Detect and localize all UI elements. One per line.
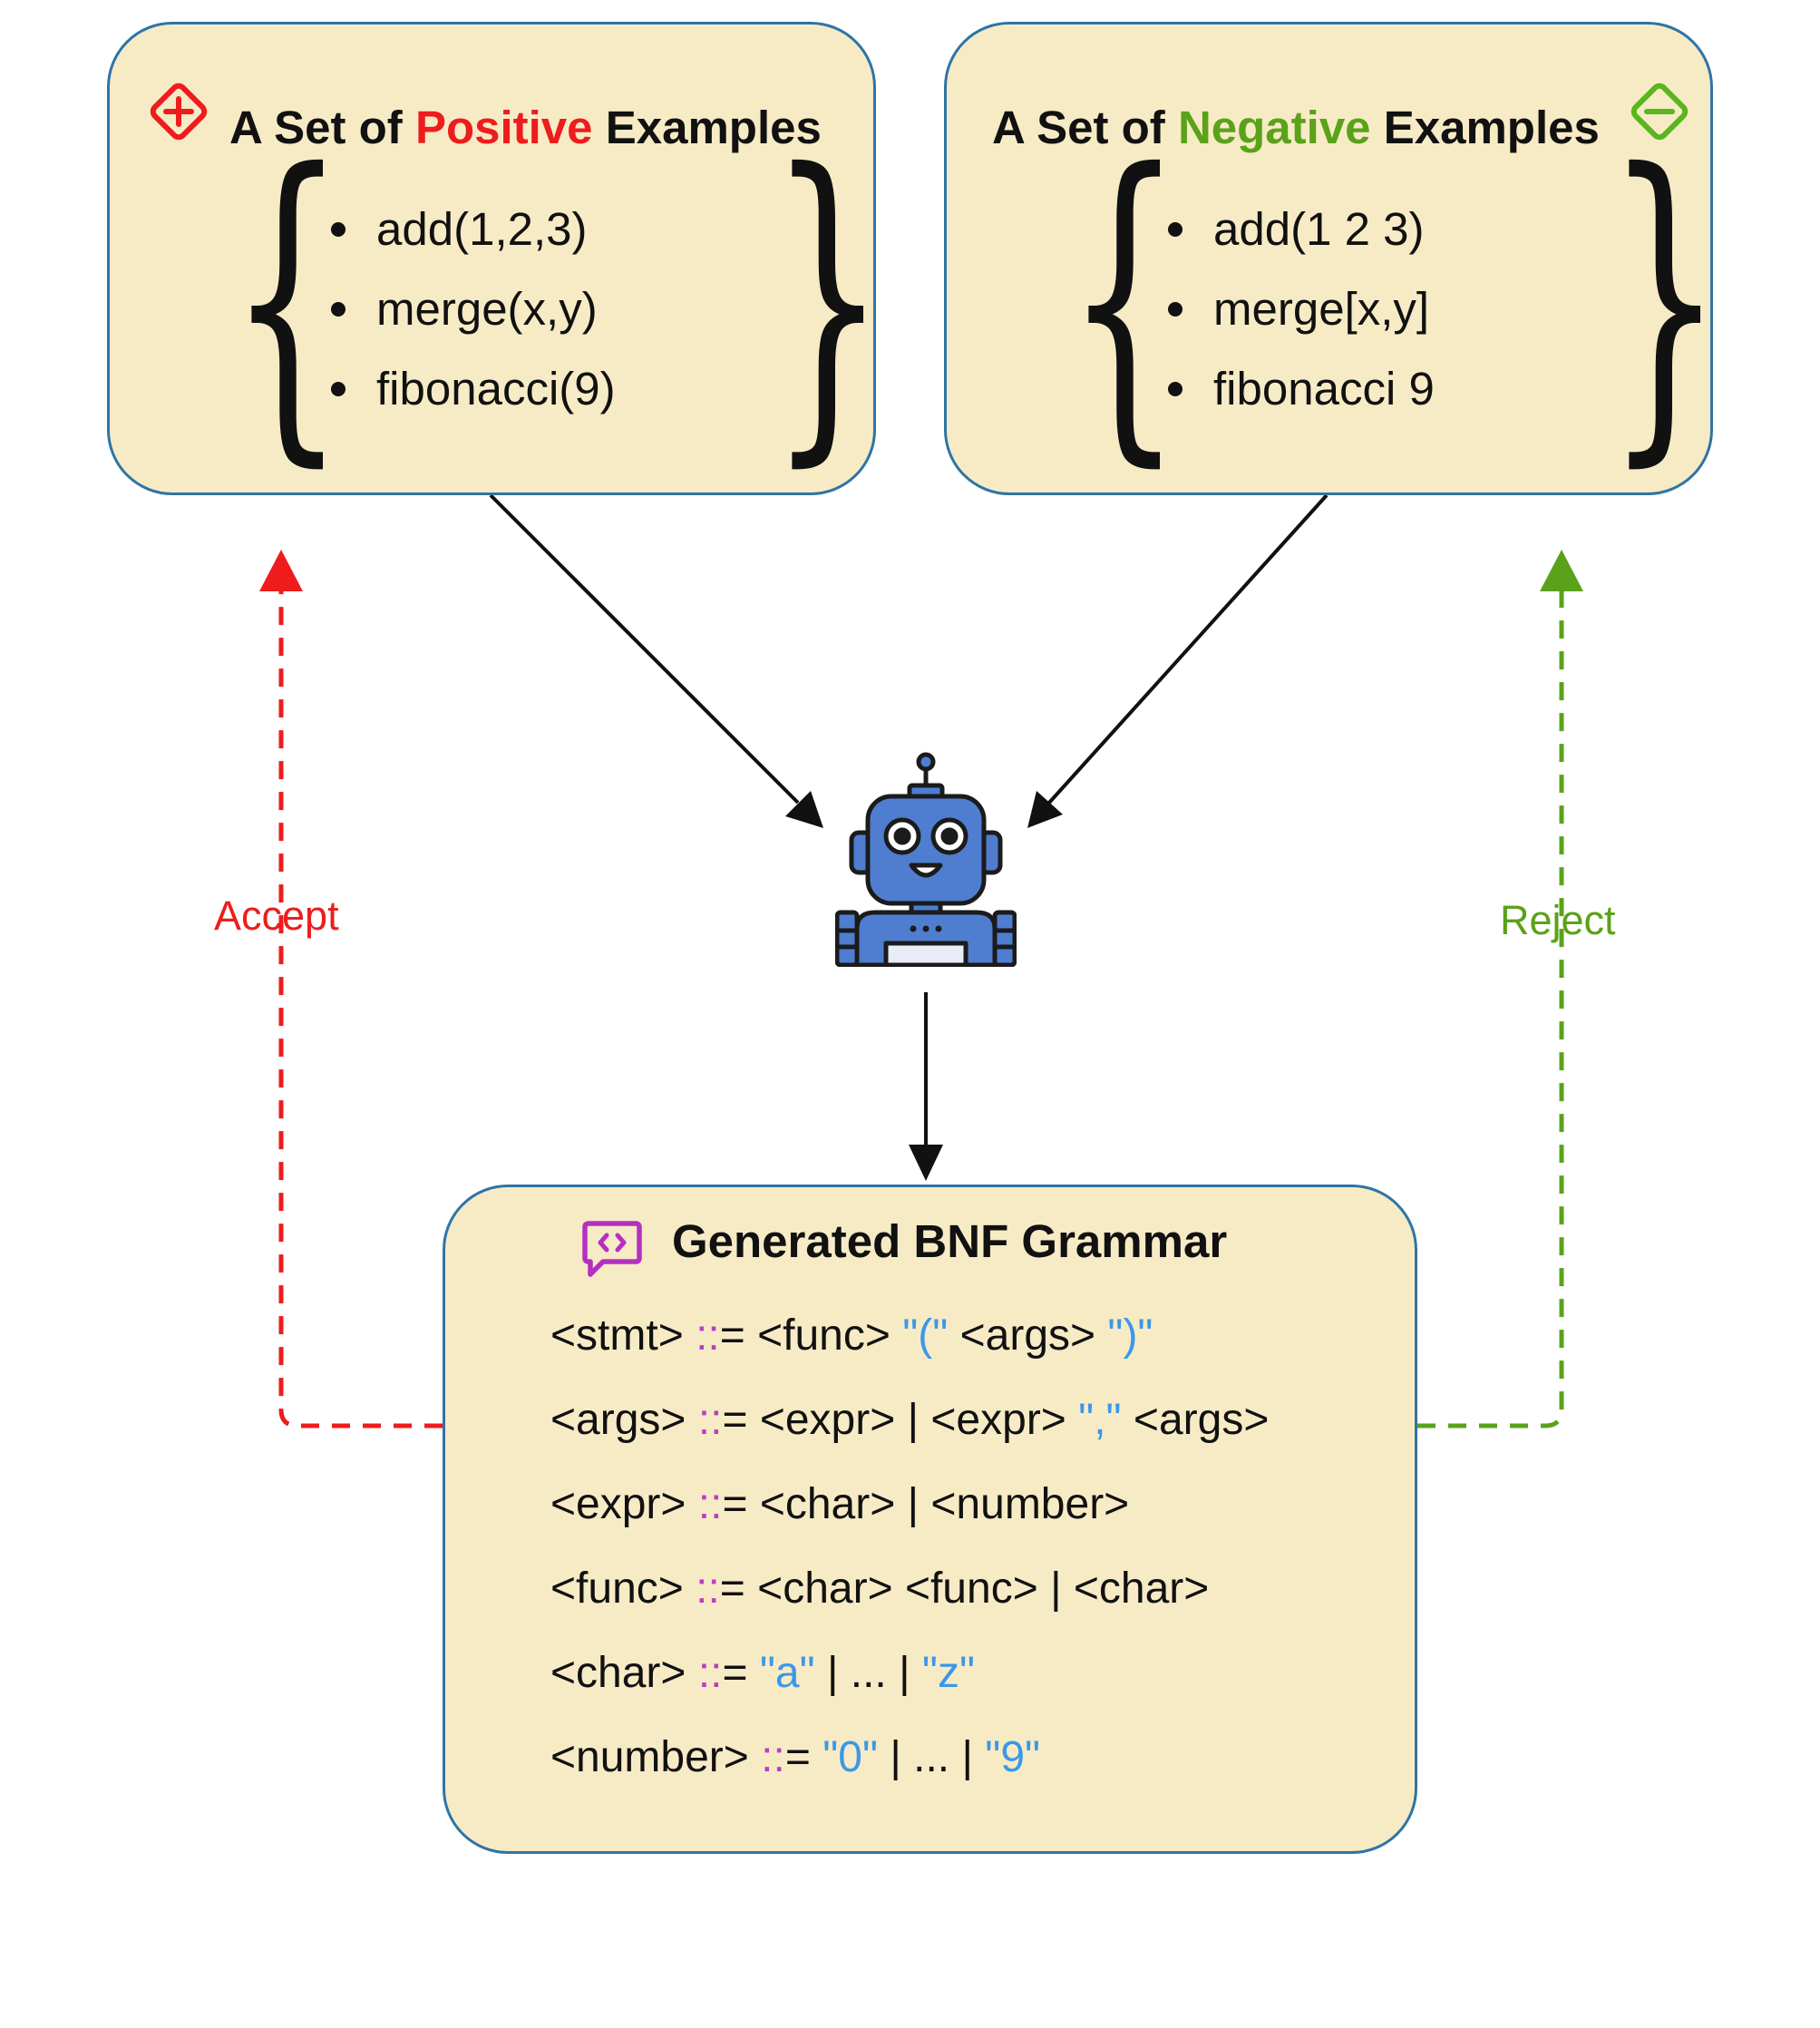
rule-text: <char> bbox=[550, 1649, 698, 1697]
accept-label: Accept bbox=[214, 892, 339, 939]
positive-examples-box: A Set of Positive Examples { } add(1,2,3… bbox=[107, 22, 886, 495]
grammar-title: Generated BNF Grammar bbox=[672, 1215, 1228, 1267]
bullet-icon bbox=[1168, 222, 1183, 237]
rule-operator: :: bbox=[697, 1396, 723, 1444]
rule-text: = <char> | <number> bbox=[722, 1480, 1130, 1528]
example-text: merge[x,y] bbox=[1213, 283, 1430, 335]
list-item: merge[x,y] bbox=[1164, 282, 1435, 362]
negative-examples-box: A Set of Negative Examples { } add(1 2 3… bbox=[944, 22, 1723, 495]
example-text: add(1,2,3) bbox=[376, 203, 588, 255]
list-item: add(1,2,3) bbox=[327, 202, 616, 282]
title-prefix: A Set of bbox=[229, 102, 415, 153]
bullet-icon bbox=[331, 222, 346, 237]
robot-icon bbox=[834, 749, 1017, 968]
title-keyword-negative: Negative bbox=[1177, 102, 1371, 153]
bullet-icon bbox=[331, 382, 346, 396]
list-item: fibonacci(9) bbox=[327, 362, 616, 442]
rule-text: | ... | bbox=[814, 1649, 922, 1697]
rule-text: <stmt> bbox=[550, 1311, 696, 1360]
list-item: merge(x,y) bbox=[327, 282, 616, 362]
rule-text: = bbox=[784, 1733, 823, 1781]
left-brace: { bbox=[1065, 104, 1183, 494]
rule-literal: "9" bbox=[985, 1733, 1041, 1781]
right-brace: } bbox=[768, 104, 887, 494]
grammar-rule: <char> ::= "a" | ... | "z" bbox=[550, 1646, 1269, 1731]
title-prefix: A Set of bbox=[992, 102, 1178, 153]
bullet-icon bbox=[1168, 382, 1183, 396]
rule-text: = <char> <func> | <char> bbox=[719, 1565, 1210, 1613]
example-text: add(1 2 3) bbox=[1213, 203, 1425, 255]
right-brace: } bbox=[1605, 104, 1724, 494]
negative-examples-list: add(1 2 3) merge[x,y] fibonacci 9 bbox=[1164, 202, 1435, 442]
rule-text: <expr> bbox=[550, 1480, 698, 1528]
grammar-rules-list: <stmt> ::= <func> "(" <args> ")"<args> :… bbox=[550, 1309, 1269, 1815]
reject-edge bbox=[1417, 550, 1583, 1428]
example-text: fibonacci 9 bbox=[1213, 363, 1435, 414]
grammar-rule: <stmt> ::= <func> "(" <args> ")" bbox=[550, 1309, 1269, 1393]
plus-diamond-icon bbox=[146, 79, 211, 144]
example-text: merge(x,y) bbox=[376, 283, 598, 335]
left-brace: { bbox=[228, 104, 346, 494]
rule-text: <args> bbox=[550, 1396, 698, 1444]
rule-literal: ")" bbox=[1107, 1311, 1153, 1360]
rule-text: <func> bbox=[550, 1565, 696, 1613]
grammar-rule: <number> ::= "0" | ... | "9" bbox=[550, 1731, 1269, 1815]
rule-text: <args> bbox=[948, 1311, 1108, 1360]
bullet-icon bbox=[1168, 302, 1183, 317]
rule-operator: :: bbox=[697, 1480, 723, 1528]
arrow-model-to-grammar bbox=[909, 992, 943, 1181]
rule-text: <number> bbox=[550, 1733, 762, 1781]
title-suffix: Examples bbox=[1370, 102, 1600, 153]
grammar-rule: <expr> ::= <char> | <number> bbox=[550, 1477, 1269, 1562]
title-keyword-positive: Positive bbox=[414, 102, 593, 153]
positive-examples-title: A Set of Positive Examples bbox=[229, 101, 822, 155]
rule-text: | ... | bbox=[877, 1733, 986, 1781]
accept-edge bbox=[259, 550, 443, 1428]
arrow-positive-to-model bbox=[489, 493, 823, 828]
rule-literal: "0" bbox=[822, 1733, 878, 1781]
example-text: fibonacci(9) bbox=[376, 363, 616, 414]
rule-literal: "," bbox=[1078, 1396, 1122, 1444]
grammar-rule: <func> ::= <char> <func> | <char> bbox=[550, 1562, 1269, 1646]
generated-grammar-box: Generated BNF Grammar <stmt> ::= <func> … bbox=[443, 1185, 1417, 1854]
rule-operator: :: bbox=[697, 1649, 723, 1697]
negative-examples-title: A Set of Negative Examples bbox=[992, 101, 1600, 155]
bullet-icon bbox=[331, 302, 346, 317]
rule-text: = <func> bbox=[719, 1311, 903, 1360]
title-suffix: Examples bbox=[592, 102, 822, 153]
arrow-negative-to-model bbox=[1027, 493, 1329, 828]
rule-operator: :: bbox=[761, 1733, 785, 1781]
rule-operator: :: bbox=[696, 1565, 720, 1613]
rule-literal: "a" bbox=[759, 1649, 815, 1697]
reject-label: Reject bbox=[1500, 897, 1616, 943]
rule-literal: "(" bbox=[902, 1311, 949, 1360]
minus-diamond-icon bbox=[1627, 79, 1692, 144]
list-item: fibonacci 9 bbox=[1164, 362, 1435, 442]
code-chat-icon bbox=[579, 1216, 645, 1282]
rule-text: <args> bbox=[1121, 1396, 1270, 1444]
grammar-rule: <args> ::= <expr> | <expr> "," <args> bbox=[550, 1393, 1269, 1477]
positive-examples-list: add(1,2,3) merge(x,y) fibonacci(9) bbox=[327, 202, 616, 442]
rule-text: = <expr> | <expr> bbox=[722, 1396, 1079, 1444]
rule-text: = bbox=[722, 1649, 760, 1697]
rule-literal: "z" bbox=[921, 1649, 975, 1697]
list-item: add(1 2 3) bbox=[1164, 202, 1435, 282]
rule-operator: :: bbox=[696, 1311, 720, 1360]
